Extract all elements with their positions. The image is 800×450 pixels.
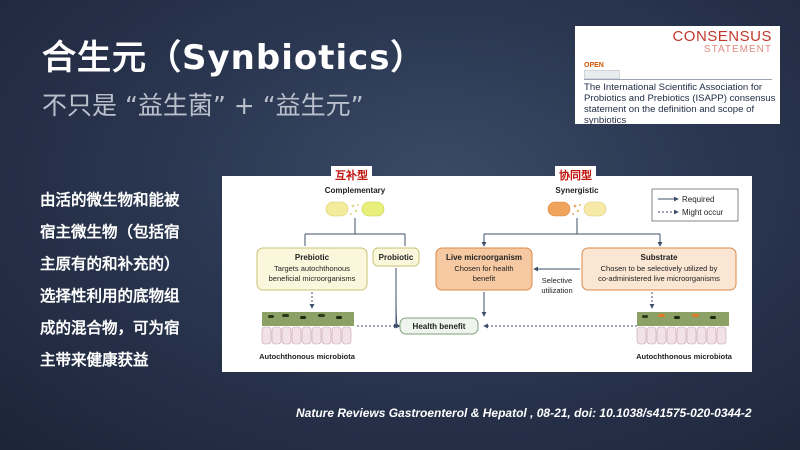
legend-required: Required bbox=[682, 195, 714, 204]
substrate-box: Substrate Chosen to be selectively utili… bbox=[581, 247, 737, 291]
paper-title: The International Scientific Association… bbox=[584, 82, 776, 126]
live-microorganism-desc-line: Chosen for health bbox=[454, 264, 513, 273]
synbiotics-diagram: Complementary Synergistic Required Might… bbox=[222, 176, 752, 372]
citation: Nature Reviews Gastroenterol & Hepatol ,… bbox=[296, 406, 752, 420]
definition-line: 主带来健康获益 bbox=[40, 351, 149, 369]
synergistic-label: Synergistic bbox=[555, 186, 599, 195]
open-access-label: OPEN bbox=[584, 62, 604, 69]
definition-line: 成的混合物，可为宿 bbox=[40, 319, 180, 337]
probiotic-title: Probiotic bbox=[379, 253, 414, 262]
selective-label: Selective bbox=[542, 276, 572, 285]
health-benefit-box: Health benefit bbox=[399, 317, 479, 335]
microbiota-right-label: Autochthonous microbiota bbox=[636, 352, 733, 361]
left-microbiota-icon bbox=[261, 312, 354, 345]
utilization-label: utilization bbox=[541, 286, 572, 295]
prebiotic-title: Prebiotic bbox=[295, 253, 330, 262]
synergistic-tag: 协同型 bbox=[555, 166, 596, 184]
probiotic-box: Probiotic bbox=[372, 247, 420, 267]
legend: Required Might occur bbox=[651, 188, 739, 222]
card-divider bbox=[584, 79, 772, 80]
complementary-label: Complementary bbox=[325, 186, 386, 195]
definition-text: 由活的微生物和能被 宿主微生物（包括宿 主原有的和补充的） 选择性利用的底物组 … bbox=[40, 184, 220, 376]
synergistic-capsule-icon bbox=[547, 201, 607, 217]
synbiotics-diagram-svg: Complementary Synergistic Required Might… bbox=[256, 186, 739, 361]
live-microorganism-title: Live microorganism bbox=[446, 253, 522, 262]
definition-line: 由活的微生物和能被 bbox=[40, 191, 180, 209]
right-microbiota-icon bbox=[636, 312, 729, 345]
consensus-brand-bottom: STATEMENT bbox=[703, 44, 772, 55]
substrate-desc-line: co-administered live microorganisms bbox=[598, 274, 720, 283]
slide-title: 合生元（Synbiotics） bbox=[42, 38, 426, 78]
health-benefit-label: Health benefit bbox=[413, 322, 466, 331]
complementary-tag: 互补型 bbox=[331, 166, 372, 184]
prebiotic-desc-line: beneficial microorganisms bbox=[269, 274, 356, 283]
live-microorganism-box: Live microorganism Chosen for health ben… bbox=[435, 247, 533, 291]
definition-line: 主原有的和补充的） bbox=[40, 255, 180, 273]
prebiotic-desc-line: Targets autochthonous bbox=[274, 264, 350, 273]
substrate-desc-line: Chosen to be selectively utilized by bbox=[601, 264, 718, 273]
consensus-brand: CONSENSUS STATEMENT bbox=[672, 29, 772, 55]
live-microorganism-desc-line: benefit bbox=[473, 274, 496, 283]
definition-line: 选择性利用的底物组 bbox=[40, 287, 180, 305]
slide-subtitle: 不只是 “益生菌” + “益生元” bbox=[42, 91, 364, 120]
consensus-brand-top: CONSENSUS bbox=[672, 28, 772, 45]
substrate-title: Substrate bbox=[641, 253, 678, 262]
consensus-statement-card: CONSENSUS STATEMENT OPEN The Internation… bbox=[575, 26, 780, 126]
prebiotic-box: Prebiotic Targets autochthonous benefici… bbox=[256, 247, 368, 291]
legend-might-occur: Might occur bbox=[682, 208, 724, 217]
microbiota-left-label: Autochthonous microbiota bbox=[259, 352, 356, 361]
check-for-updates-icon bbox=[584, 70, 620, 79]
definition-line: 宿主微生物（包括宿 bbox=[40, 223, 180, 241]
complementary-capsule-icon bbox=[325, 201, 385, 217]
